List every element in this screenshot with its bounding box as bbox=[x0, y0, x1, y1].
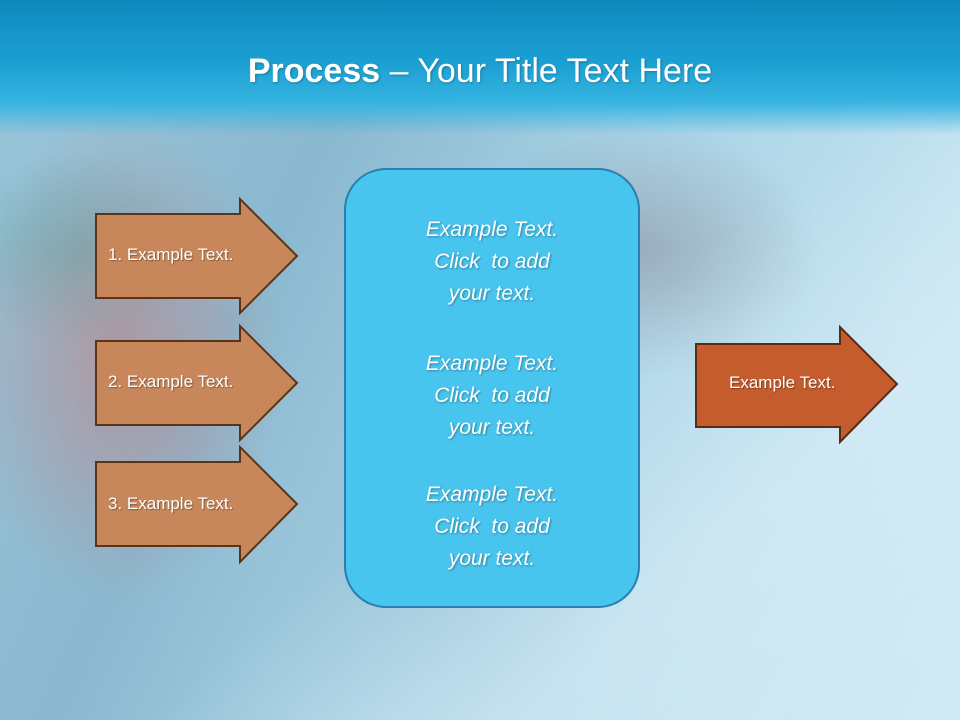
arrow-shape-3 bbox=[95, 444, 299, 565]
center-block-1-line-3: your text. bbox=[448, 282, 536, 305]
center-block-3-line-3: your text. bbox=[448, 547, 536, 570]
center-block-3-line-2: Click to add bbox=[434, 515, 550, 538]
center-block-1-line-1: Example Text. bbox=[425, 218, 559, 241]
title-rest: – Your Title Text Here bbox=[380, 52, 713, 90]
slide-title[interactable]: Process – Your Title Text Here bbox=[0, 52, 960, 91]
center-block-2-line-2: Click to add bbox=[434, 384, 550, 407]
center-block-2[interactable]: Example Text. Click to add your text. bbox=[346, 348, 638, 444]
title-bold: Process bbox=[247, 52, 381, 90]
input-arrow-label-2: 2. Example Text. bbox=[108, 372, 234, 391]
center-block-1[interactable]: Example Text. Click to add your text. bbox=[346, 214, 638, 310]
center-block-3-line-1: Example Text. bbox=[425, 483, 559, 506]
input-arrow-label-1: 1. Example Text. bbox=[108, 245, 234, 264]
output-arrow-label: Example Text. bbox=[729, 373, 836, 392]
output-arrow-shape bbox=[695, 324, 899, 445]
center-block-1-line-2: Click to add bbox=[434, 250, 550, 273]
arrow-shape-2 bbox=[95, 323, 299, 443]
center-block-2-line-1: Example Text. bbox=[425, 352, 559, 375]
center-text-box[interactable]: Example Text. Click to add your text. Ex… bbox=[344, 168, 640, 608]
arrow-shape-1 bbox=[95, 196, 299, 316]
header-band bbox=[0, 0, 960, 135]
center-block-2-line-3: your text. bbox=[448, 416, 536, 439]
input-arrow-label-3: 3. Example Text. bbox=[108, 494, 234, 513]
center-block-3[interactable]: Example Text. Click to add your text. bbox=[346, 479, 638, 575]
